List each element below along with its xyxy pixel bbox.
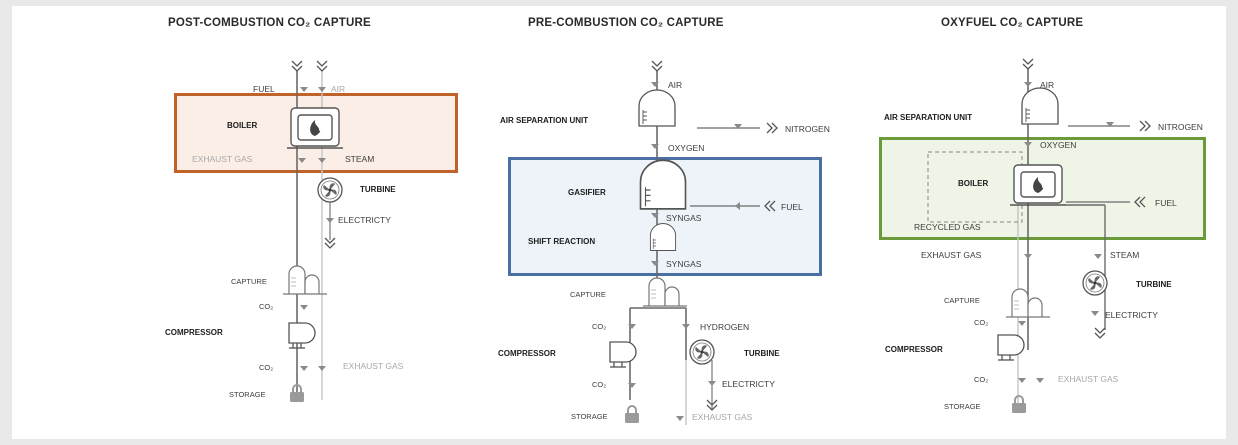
pre-co2-label-2: CO₂: [592, 380, 607, 389]
pre-air-label: AIR: [668, 80, 683, 90]
post-steam-label: STEAM: [345, 154, 375, 164]
oxyfuel-title: OXYFUEL CO₂ CAPTURE: [941, 17, 1084, 29]
post-air-label: AIR: [331, 84, 346, 94]
oxy-oxygen-label: OXYGEN: [1040, 140, 1077, 150]
pre-syngas-label-2: SYNGAS: [666, 259, 702, 269]
pre-fuel-label: FUEL: [781, 202, 803, 212]
post-compressor-label: COMPRESSOR: [165, 328, 223, 337]
pre-co2-label-1: CO₂: [592, 322, 607, 331]
oxy-steam-label: STEAM: [1110, 250, 1140, 260]
oxy-air-label: AIR: [1040, 80, 1055, 90]
oxy-nitrogen-label: NITROGEN: [1158, 122, 1203, 132]
pre-combustion-diagram: [609, 60, 778, 425]
pre-electricty-label: ELECTRICTY: [722, 379, 775, 389]
post-exhaust-gas-label-2: EXHAUST GAS: [343, 361, 404, 371]
pre-exhaust-gas-label: EXHAUST GAS: [692, 412, 753, 422]
oxy-asu-label: AIR SEPARATION UNIT: [884, 113, 973, 122]
oxy-compressor-label: COMPRESSOR: [885, 345, 943, 354]
oxy-capture-label: CAPTURE: [944, 296, 980, 305]
pre-turbine-label: TURBINE: [744, 349, 780, 358]
oxy-electricty-label: ELECTRICTY: [1105, 310, 1158, 320]
pre-shift-reaction-label: SHIFT REACTION: [528, 237, 596, 246]
oxy-exhaust-gas-label: EXHAUST GAS: [921, 250, 982, 260]
oxy-turbine-label: TURBINE: [1136, 280, 1172, 289]
oxyfuel-diagram: [927, 58, 1151, 414]
post-electricty-label: ELECTRICTY: [338, 215, 391, 225]
post-turbine-label: TURBINE: [360, 185, 396, 194]
post-capture-label: CAPTURE: [231, 277, 267, 286]
pre-compressor-label: COMPRESSOR: [498, 349, 556, 358]
post-exhaust-gas-label: EXHAUST GAS: [192, 154, 253, 164]
post-co2-label-2: CO₂: [259, 363, 274, 372]
post-combustion-diagram: [282, 60, 344, 403]
oxy-co2-label-1: CO₂: [974, 318, 989, 327]
oxy-co2-label-2: CO₂: [974, 375, 989, 384]
oxy-storage-label: STORAGE: [944, 402, 981, 411]
pre-storage-label: STORAGE: [571, 412, 608, 421]
oxy-boiler-label: BOILER: [958, 179, 989, 188]
pre-combustion-title: PRE-COMBUSTION CO₂ CAPTURE: [528, 17, 724, 29]
oxy-fuel-label: FUEL: [1155, 198, 1177, 208]
pre-asu-label: AIR SEPARATION UNIT: [500, 116, 589, 125]
pre-syngas-label-1: SYNGAS: [666, 213, 702, 223]
oxy-recycled-gas-label: RECYCLED GAS: [914, 222, 981, 232]
post-combustion-title: POST-COMBUSTION CO₂ CAPTURE: [168, 17, 371, 29]
post-storage-label: STORAGE: [229, 390, 266, 399]
pre-nitrogen-label: NITROGEN: [785, 124, 830, 134]
post-fuel-label: FUEL: [253, 84, 275, 94]
pre-oxygen-label: OXYGEN: [668, 143, 705, 153]
pre-gasifier-label: GASIFIER: [568, 188, 606, 197]
post-boiler-label: BOILER: [227, 121, 258, 130]
oxy-exhaust-gas-label-2: EXHAUST GAS: [1058, 374, 1119, 384]
post-co2-label-1: CO₂: [259, 302, 274, 311]
pre-hydrogen-label: HYDROGEN: [700, 322, 750, 332]
pre-capture-label: CAPTURE: [570, 290, 606, 299]
